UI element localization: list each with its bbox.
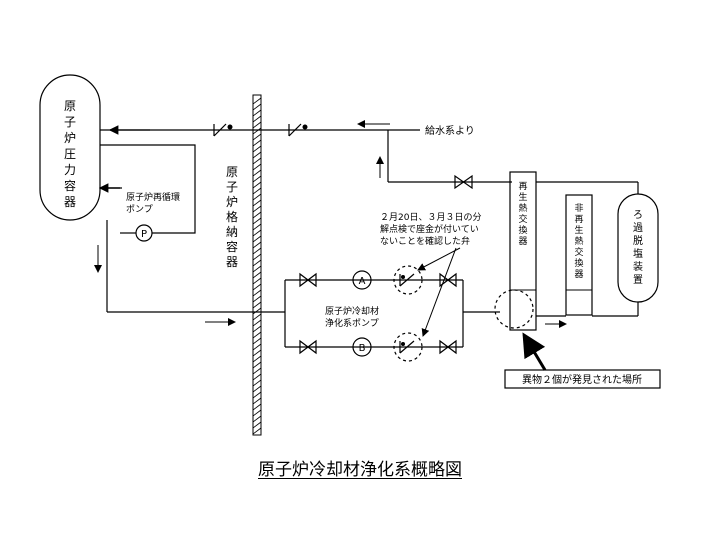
pump-b: B [352,337,372,357]
process-lines [536,181,639,328]
containment-wall: 原子炉格納容器 [226,94,262,436]
reactor-pressure-vessel: 原子炉圧力容器 [39,74,101,221]
suction-line [94,220,285,326]
valve-note-3: ないことを確認した弁 [380,235,470,247]
pump-b-label: B [359,343,366,354]
note-arrow-a [417,247,461,271]
check-valve-a [393,265,423,295]
gate-valve-b-inlet [299,339,317,355]
found-location-callout: 異物２個が発見された場所 [504,332,661,389]
diagram-title-container: 原子炉冷却材浄化系概略図 [0,455,720,480]
vessel-label: 原子炉圧力容器 [64,99,76,209]
check-valve-b [393,332,423,362]
gate-valve-a-outlet [439,272,457,288]
demineralizer: ろ過脱塩装置 [617,193,659,303]
regen-heat-exchanger: 再生熱交換器 [494,171,537,331]
pump-branches [284,279,500,348]
gate-valve-b-outlet [439,339,457,355]
found-note: 異物２個が発見された場所 [522,373,642,386]
recirc-pump-symbol: P [141,229,147,240]
recirc-loop: P 原子炉再循環 ポンプ [98,144,196,242]
feedwater-line: 給水系より [100,120,475,137]
check-valve-feedwater-2 [288,123,308,137]
gate-valve-a-inlet [299,272,317,288]
check-valve-feedwater-1 [213,123,233,137]
gate-valve-return [454,174,473,190]
recirc-pump-label-1: 原子炉再循環 [126,191,180,203]
demineralizer-label: ろ過脱塩装置 [633,210,643,286]
nonregen-hx-label: 非再生熱交換器 [574,202,583,280]
feedwater-label: 給水系より [425,124,475,137]
valve-note-1: ２月20日、３月３日の分 [380,212,481,223]
recirc-pump-label-2: ポンプ [126,204,153,215]
pump-a-label: A [359,276,366,287]
diagram-title: 原子炉冷却材浄化系概略図 [258,460,462,480]
cleanup-pump-label-2: 浄化系ポンプ [325,317,379,329]
pump-a: A [352,270,372,290]
return-line [376,130,512,183]
cleanup-pump-label-1: 原子炉冷却材 [325,305,379,317]
regen-hx-label: 再生熱交換器 [518,181,527,247]
containment-label: 原子炉格納容器 [226,165,238,269]
nonregen-heat-exchanger: 非再生熱交換器 [565,194,593,316]
note-arrow-b [421,247,457,337]
valve-note-2: 解点検で座金が付いてい [380,223,479,235]
